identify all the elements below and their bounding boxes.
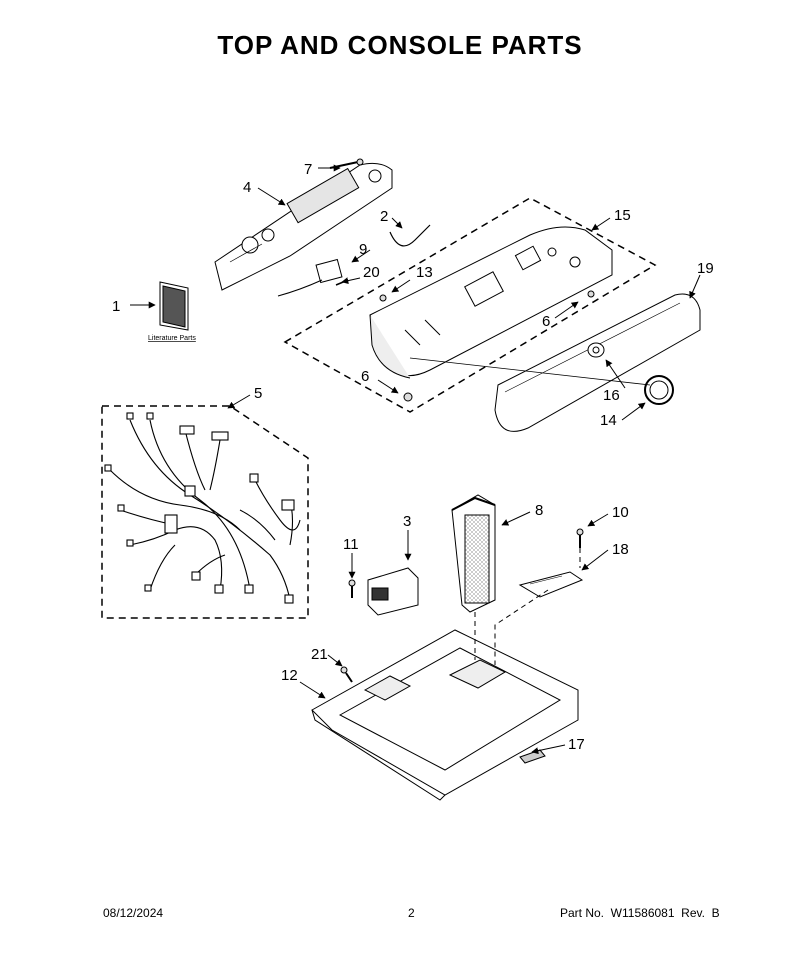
knob-insert-part	[587, 342, 605, 358]
control-module-part	[367, 567, 419, 616]
callout-3: 3	[403, 513, 411, 530]
callout-12: 12	[281, 667, 298, 684]
callout-labels: 1 2 3 4 5 6 6 7 8 9 10 11 12 13 14 15 16…	[112, 161, 714, 753]
callout-18: 18	[612, 541, 629, 558]
callout-5: 5	[254, 385, 262, 402]
callout-6a: 6	[542, 313, 550, 330]
knob-leader-line	[409, 357, 651, 386]
footer-page-number: 2	[408, 906, 415, 920]
callout-13: 13	[416, 264, 433, 281]
page-title: TOP AND CONSOLE PARTS	[217, 30, 583, 60]
footer-date: 08/12/2024	[103, 906, 164, 920]
literature-label: Literature Parts	[148, 335, 196, 342]
callout-17: 17	[568, 736, 585, 753]
console-panel-part	[369, 226, 613, 379]
lint-screen-part	[451, 494, 496, 613]
top-screw-part	[576, 528, 584, 548]
console-group-outline	[283, 197, 657, 413]
callout-11: 11	[343, 536, 359, 553]
callout-10: 10	[612, 504, 629, 521]
callout-1: 1	[112, 298, 120, 315]
top-panel-part	[311, 629, 579, 801]
callout-8: 8	[535, 502, 543, 519]
wire-part	[389, 224, 431, 247]
callout-19: 19	[697, 260, 714, 277]
footer-part-number: Part No. W11586081 Rev. B	[560, 906, 720, 920]
callout-arrows	[130, 164, 701, 755]
callout-9: 9	[359, 241, 367, 258]
callout-7: 7	[304, 161, 312, 178]
board-part	[277, 258, 343, 297]
callout-16: 16	[603, 387, 620, 404]
knob-ring-part	[644, 375, 674, 405]
assembly-lines	[474, 548, 581, 665]
callout-20: 20	[363, 264, 380, 281]
literature-part	[159, 281, 189, 331]
harness-group-outline	[101, 405, 309, 619]
callout-6b: 6	[361, 368, 369, 385]
module-screw-part	[348, 579, 356, 598]
console-bracket-part	[214, 162, 393, 291]
lint-cover-part	[518, 571, 584, 598]
clip-parts	[335, 279, 595, 402]
panel-screw-part	[340, 666, 353, 683]
callout-21: 21	[311, 646, 328, 663]
callout-14: 14	[600, 412, 617, 429]
wire-harness-part	[104, 412, 301, 604]
callout-4: 4	[243, 179, 251, 196]
callout-15: 15	[614, 207, 631, 224]
callout-2: 2	[380, 208, 388, 225]
